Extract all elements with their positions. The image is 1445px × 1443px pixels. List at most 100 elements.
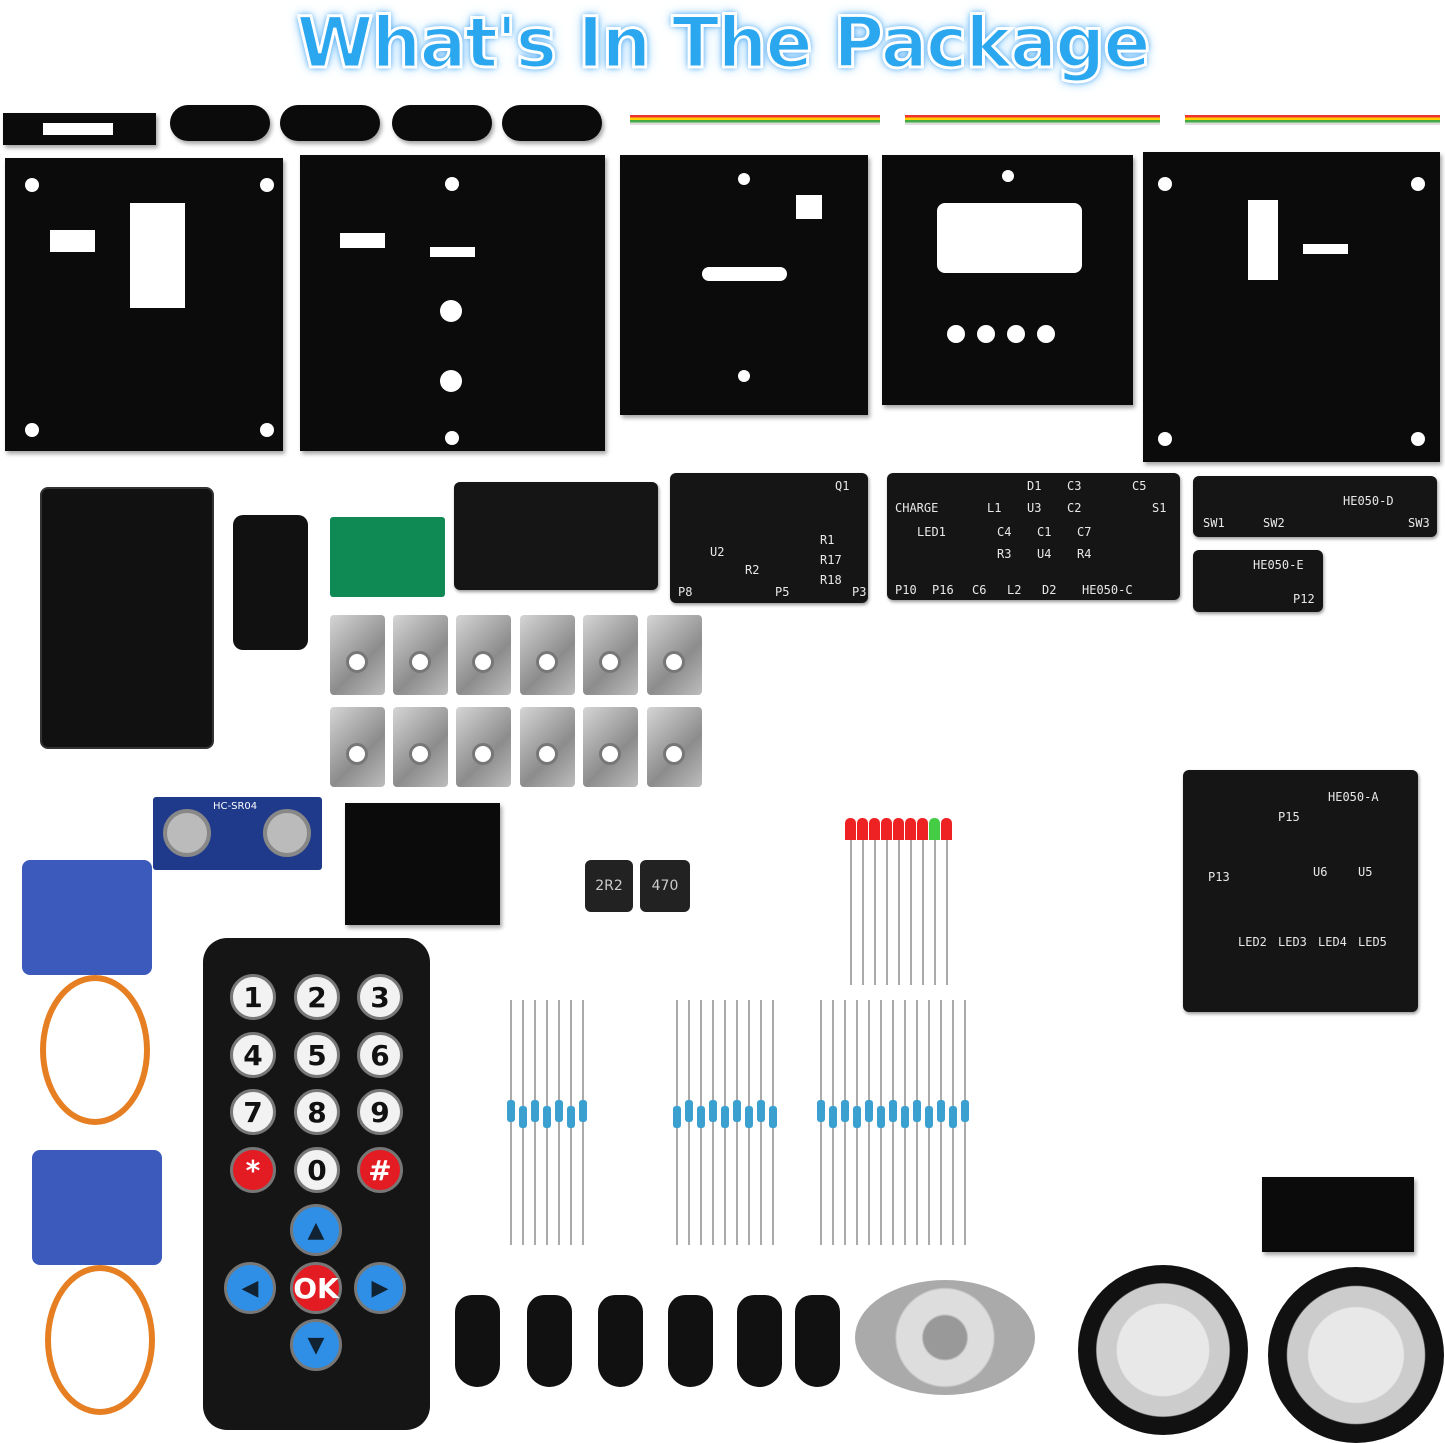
pcb-label: U5 [1358, 865, 1373, 879]
resistor [769, 1106, 777, 1128]
jumper-cable [1185, 115, 1440, 125]
resistor [579, 1100, 587, 1122]
pcb-label: U6 [1313, 865, 1328, 879]
pcb-label: C6 [972, 583, 987, 597]
pcb-label: C2 [1067, 501, 1082, 515]
pcb-label: LED5 [1358, 935, 1387, 949]
resistor-lead [844, 1000, 846, 1245]
resistor-lead [582, 1000, 584, 1245]
led [929, 818, 940, 840]
pcb-label: P8 [678, 585, 693, 599]
led [941, 818, 952, 840]
led-lead [862, 840, 864, 985]
resistor [829, 1106, 837, 1128]
pcb-label: R18 [820, 573, 842, 587]
wheel [1078, 1265, 1248, 1435]
pcb-label: U2 [710, 545, 725, 559]
led [857, 818, 868, 840]
acrylic-plate [345, 803, 500, 925]
pcb-label: S1 [1152, 501, 1167, 515]
pcb-label: P13 [1208, 870, 1230, 884]
pcb-label: P12 [1293, 592, 1315, 606]
led-lead [934, 840, 936, 985]
remote-key-8: 9 [357, 1089, 403, 1135]
led-lead [898, 840, 900, 985]
resistor-lead [712, 1000, 714, 1245]
pcb-label: C7 [1077, 525, 1092, 539]
resistor-lead [534, 1000, 536, 1245]
resistor [925, 1106, 933, 1128]
resistor [901, 1106, 909, 1128]
pcb-label: LED3 [1278, 935, 1307, 949]
motor-bracket [456, 707, 511, 787]
motor-bracket [456, 615, 511, 695]
pcb-label: P15 [1278, 810, 1300, 824]
pcb-label: C3 [1067, 479, 1082, 493]
pcb-label: Q1 [835, 479, 850, 493]
acrylic-panel [300, 155, 605, 451]
pcb-label: LED1 [917, 525, 946, 539]
resistor [853, 1106, 861, 1128]
inductor-label: 2R2 [595, 878, 623, 894]
resistor-lead [760, 1000, 762, 1245]
bracket-piece [598, 1295, 643, 1387]
remote-key-7: 8 [294, 1089, 340, 1135]
motor-bracket [647, 615, 702, 695]
motor-bracket [330, 615, 385, 695]
led [917, 818, 928, 840]
resistor-lead [820, 1000, 822, 1245]
resistor [697, 1106, 705, 1128]
bracket-piece [795, 1295, 840, 1387]
pcb-label: C1 [1037, 525, 1052, 539]
motor-bracket [520, 615, 575, 695]
pcb-label: U4 [1037, 547, 1052, 561]
motor-bracket [330, 707, 385, 787]
led-lead [922, 840, 924, 985]
pcb-label: C4 [997, 525, 1012, 539]
led-lead [910, 840, 912, 985]
page-title: What's In The Package [0, 1, 1445, 86]
pcb-label: L1 [987, 501, 1002, 515]
pcb-label: SW1 [1203, 516, 1225, 530]
acrylic-spacer [280, 105, 380, 141]
remote-key-10: 0 [294, 1147, 340, 1193]
pcb-label: HE050-C [1082, 583, 1133, 597]
resistor-lead [916, 1000, 918, 1245]
remote-right-button: ▶ [354, 1262, 406, 1314]
jumper-cable [630, 115, 880, 125]
inductor-label: 470 [651, 878, 679, 894]
fpc-adapter-board [330, 517, 445, 597]
resistor [673, 1106, 681, 1128]
led-lead [850, 840, 852, 985]
resistor [949, 1106, 957, 1128]
motor-bracket [520, 707, 575, 787]
pcb-label: R1 [820, 533, 835, 547]
led-lead [886, 840, 888, 985]
pcb-label: LED4 [1318, 935, 1347, 949]
resistor [889, 1100, 897, 1122]
pcb-label: SW2 [1263, 516, 1285, 530]
remote-key-9: * [230, 1147, 276, 1193]
esp32-board [454, 482, 658, 590]
remote-key-6: 7 [230, 1089, 276, 1135]
remote-key-2: 3 [357, 974, 403, 1020]
remote-key-4: 5 [294, 1032, 340, 1078]
resistor [519, 1106, 527, 1128]
remote-key-1: 2 [294, 974, 340, 1020]
ic-socket [1262, 1177, 1414, 1252]
pcb-label: P5 [775, 585, 790, 599]
motor-bracket [647, 707, 702, 787]
resistor-lead [868, 1000, 870, 1245]
pcb-label: D1 [1027, 479, 1042, 493]
remote-key-0: 1 [230, 974, 276, 1020]
led [845, 818, 856, 840]
resistor [709, 1100, 717, 1122]
resistor [721, 1106, 729, 1128]
acrylic-spacer [502, 105, 602, 141]
servo-cable [45, 1265, 155, 1415]
acrylic-spacer [170, 105, 270, 141]
resistor-lead [558, 1000, 560, 1245]
pcb-label: R2 [745, 563, 760, 577]
bracket-piece [668, 1295, 713, 1387]
